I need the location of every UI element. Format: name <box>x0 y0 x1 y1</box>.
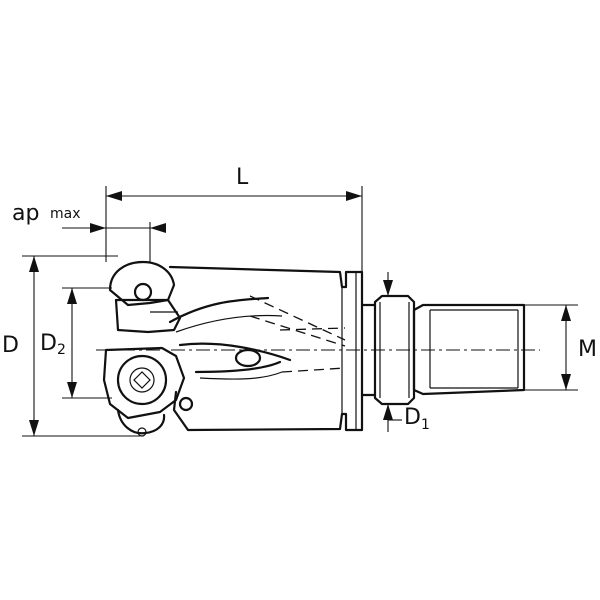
dim-label-D1-sub: 1 <box>421 417 430 433</box>
cutter-body-outline <box>168 265 364 432</box>
dimension-D2: D 2 <box>40 287 112 399</box>
lower-insert <box>102 346 186 437</box>
dimension-L: L <box>105 165 363 272</box>
dim-label-ap-sub: max <box>50 206 81 222</box>
dimension-M: M <box>524 304 597 391</box>
dim-label-D: D <box>2 333 19 358</box>
upper-insert <box>108 260 176 307</box>
dim-label-D2: D <box>40 331 57 356</box>
dimension-D: D <box>2 255 140 437</box>
dimension-D1: D 1 <box>383 272 430 433</box>
hidden-lines <box>249 295 346 373</box>
dim-label-ap: ap <box>12 201 39 226</box>
dim-label-M: M <box>578 337 597 362</box>
dim-label-D2-sub: 2 <box>57 342 66 358</box>
dim-label-D1: D <box>404 405 421 430</box>
dim-label-L: L <box>236 165 249 190</box>
dimension-ap-max: ap max <box>12 201 166 262</box>
cutter-head <box>102 260 364 437</box>
